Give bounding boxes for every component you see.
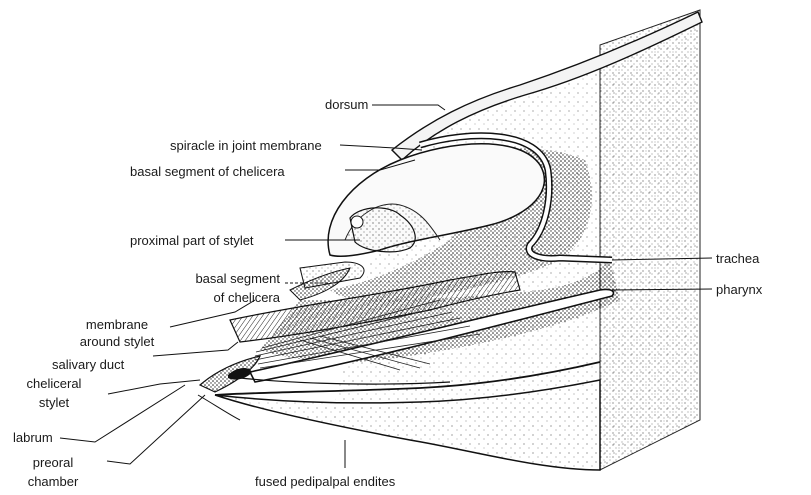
label-trachea: trachea	[716, 251, 759, 266]
body-block-side	[600, 10, 700, 470]
label-basal-segment-lower-1: basal segment	[180, 271, 280, 286]
label-proximal-stylet: proximal part of stylet	[130, 233, 254, 248]
label-labrum: labrum	[13, 430, 53, 445]
label-pharynx: pharynx	[716, 282, 762, 297]
label-cheliceral-2: stylet	[0, 395, 108, 410]
label-membrane-1: membrane	[62, 317, 172, 332]
label-basal-segment-lower-2: of chelicera	[180, 290, 280, 305]
label-basal-segment-upper: basal segment of chelicera	[130, 164, 285, 179]
label-salivary-duct: salivary duct	[52, 357, 124, 372]
label-membrane-2: around stylet	[62, 334, 172, 349]
label-dorsum: dorsum	[325, 97, 368, 112]
label-cheliceral-1: cheliceral	[0, 376, 108, 391]
label-fused-endites: fused pedipalpal endites	[255, 474, 395, 489]
label-spiracle: spiracle in joint membrane	[170, 138, 322, 153]
label-preoral-1: preoral	[0, 455, 106, 470]
label-preoral-2: chamber	[0, 474, 106, 489]
